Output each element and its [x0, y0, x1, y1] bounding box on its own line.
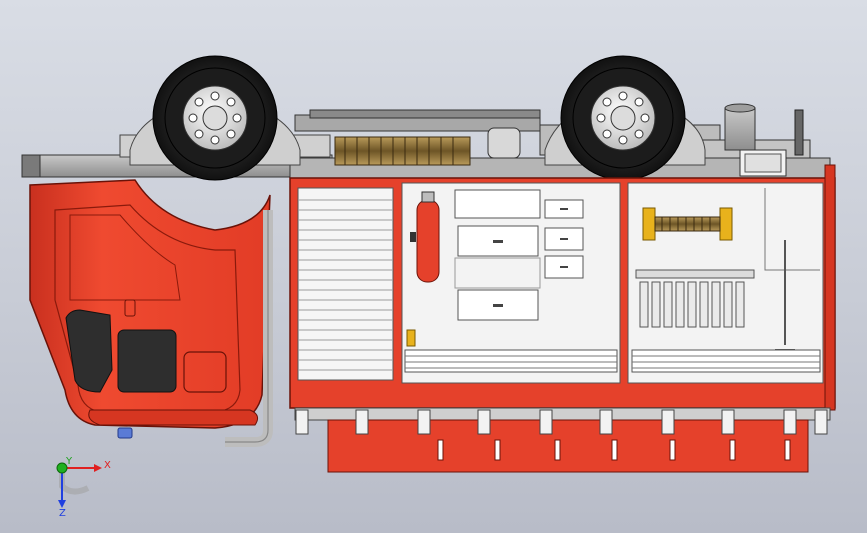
tool-rack[interactable]: [635, 269, 755, 328]
body-box[interactable]: [289, 164, 836, 411]
x-axis-label: X: [104, 460, 111, 471]
cab-window-center: [117, 329, 177, 393]
drawer: [454, 189, 541, 219]
side-rail[interactable]: [294, 407, 831, 473]
cab[interactable]: [29, 179, 271, 439]
middle-compartment[interactable]: [401, 182, 621, 384]
y-axis-label: Y: [65, 456, 73, 467]
right-compartment[interactable]: [627, 182, 824, 384]
coil-tool[interactable]: [642, 207, 733, 241]
rear-wheel[interactable]: [544, 55, 706, 181]
roller-shutter[interactable]: [297, 187, 394, 381]
cab-window-left: [65, 309, 113, 393]
exhaust-stack[interactable]: [724, 103, 804, 177]
drawer: [457, 289, 539, 321]
leaf-spring[interactable]: [334, 127, 521, 166]
front-wheel[interactable]: [129, 55, 301, 181]
fire-extinguisher[interactable]: [410, 191, 440, 283]
axis-triad: X Y Z: [56, 456, 111, 519]
y-axis-dot: [56, 462, 68, 474]
z-axis-label: Z: [59, 508, 66, 519]
